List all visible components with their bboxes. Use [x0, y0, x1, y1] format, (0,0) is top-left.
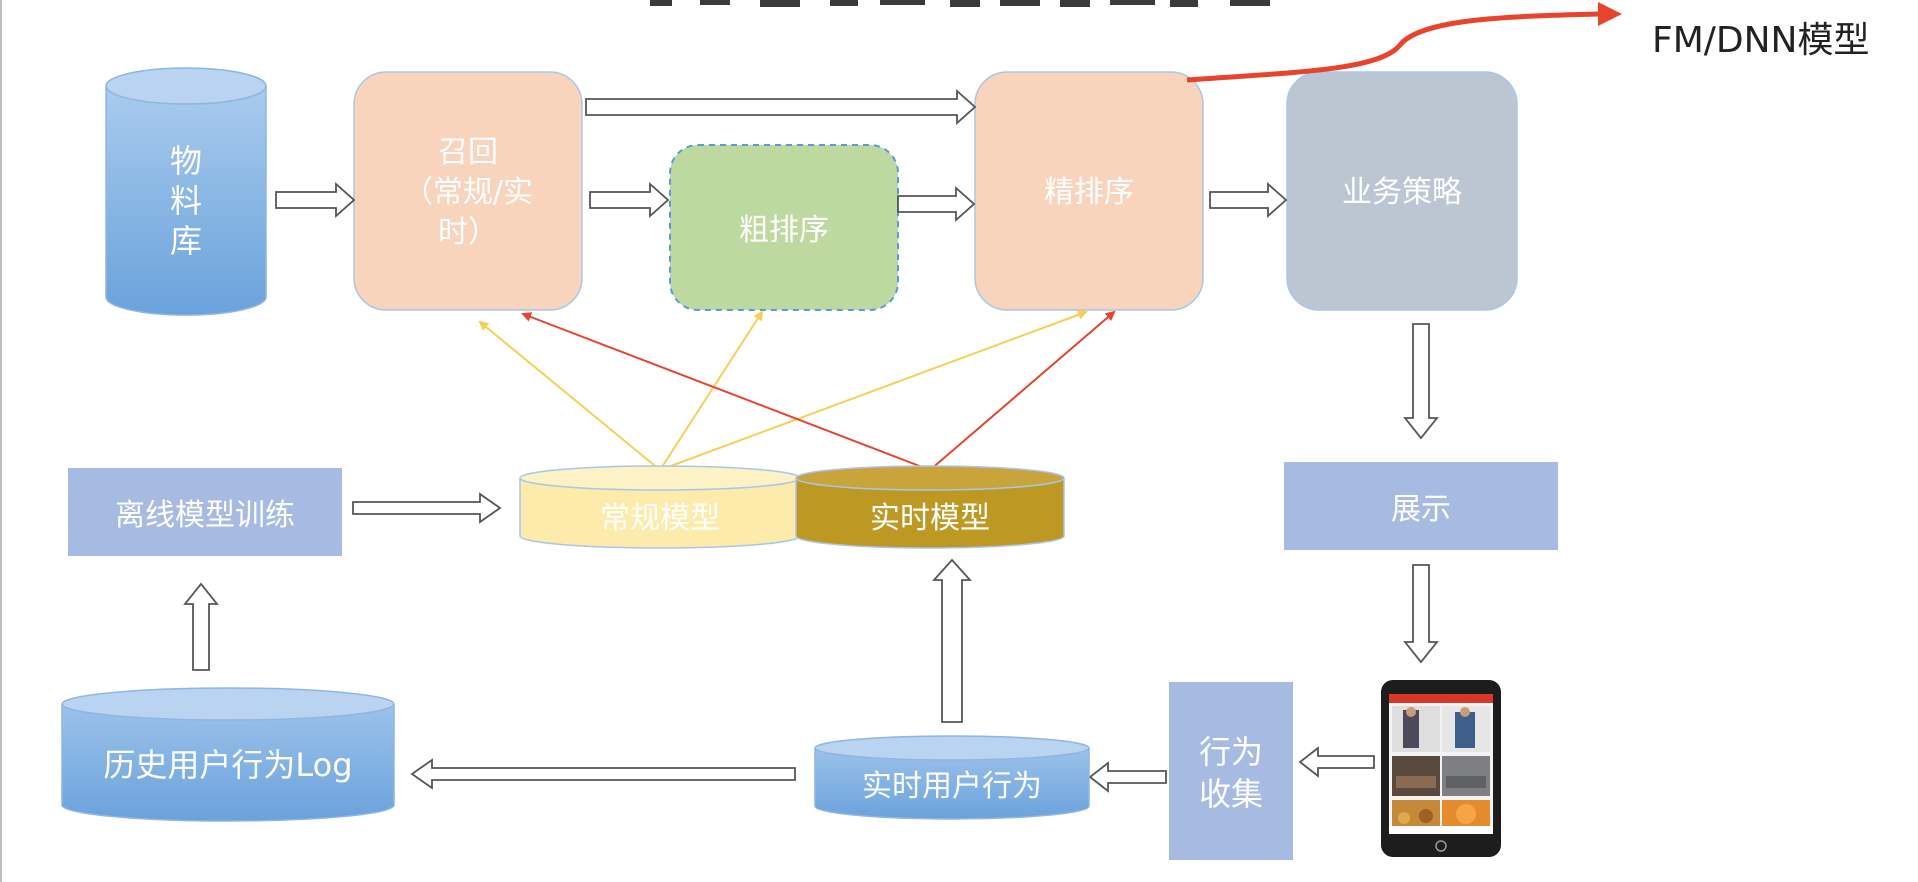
regular-model-cylinder: 常规模型 — [519, 465, 801, 549]
arrow-training-to-model — [352, 492, 502, 524]
product-image-2 — [1455, 712, 1475, 748]
offline-training-box: 离线模型训练 — [68, 468, 342, 556]
display-label: 展示 — [1391, 492, 1451, 527]
phone-home-button — [1435, 840, 1447, 852]
material-db-label-2: 料 — [170, 182, 202, 220]
display-box: 展示 — [1284, 462, 1558, 550]
phone-app-header — [1389, 694, 1493, 703]
realtime-model-label: 实时模型 — [870, 501, 990, 536]
yellow-arrow-to-recall — [478, 320, 661, 471]
arrow-display-to-phone — [1403, 564, 1439, 664]
behavior-collect-box: 行为 收集 — [1169, 682, 1293, 860]
arrow-db-to-recall — [275, 181, 356, 219]
arrow-collect-to-realtime — [1088, 761, 1167, 793]
behavior-collect-label-2: 收集 — [1199, 775, 1263, 813]
smartphone-icon — [1381, 680, 1501, 857]
offline-training-label: 离线模型训练 — [115, 498, 295, 533]
business-strategy-box: 业务策略 — [1286, 71, 1518, 311]
behavior-collect-label-1: 行为 — [1199, 733, 1263, 771]
arrow-phone-to-collect — [1298, 746, 1375, 778]
arrow-recall-to-coarse — [589, 181, 670, 219]
fm-dnn-arrowhead — [1598, 2, 1622, 26]
realtime-behavior-label: 实时用户行为 — [862, 769, 1042, 804]
red-arrow-to-fine — [929, 310, 1116, 471]
material-db-label-3: 库 — [170, 222, 202, 260]
red-arrow-to-recall — [521, 312, 931, 471]
arrow-realtime-to-model — [931, 558, 973, 723]
coarse-rank-label: 粗排序 — [739, 213, 829, 248]
material-db-label-1: 物 — [170, 142, 202, 180]
fm-dnn-label: FM/DNN模型 — [1652, 20, 1869, 61]
recall-label-3: 时） — [438, 215, 498, 250]
yellow-arrow-to-coarse — [659, 310, 764, 471]
history-log-label: 历史用户行为Log — [103, 746, 352, 784]
arrow-recall-to-fine — [585, 88, 977, 126]
arrow-realtime-to-history — [410, 758, 796, 790]
model-feedback-arrows — [478, 310, 1116, 471]
yellow-arrow-to-fine — [659, 310, 1088, 471]
coarse-rank-box: 粗排序 — [669, 144, 899, 311]
arrow-fine-to-strategy — [1209, 181, 1288, 219]
business-strategy-label: 业务策略 — [1342, 175, 1462, 210]
recall-box: 召回 （常规/实 时） — [353, 71, 583, 311]
fine-rank-label: 精排序 — [1044, 175, 1134, 210]
hollow-arrows-top — [183, 88, 1439, 793]
arrow-history-to-training — [183, 582, 219, 671]
product-image-1 — [1403, 710, 1419, 748]
cropped-title-fragment — [650, 0, 1270, 7]
arrow-coarse-to-fine — [897, 185, 976, 223]
recall-label-2: （常规/实 — [403, 175, 533, 210]
arrow-strategy-to-display — [1403, 323, 1439, 440]
material-db-cylinder: 物 料 库 — [105, 67, 267, 316]
history-log-cylinder: 历史用户行为Log — [61, 687, 395, 822]
fine-rank-box: 精排序 — [974, 71, 1204, 311]
realtime-model-cylinder: 实时模型 — [795, 465, 1065, 549]
realtime-behavior-cylinder: 实时用户行为 — [814, 735, 1090, 820]
fm-dnn-annotation: FM/DNN模型 — [1186, 2, 1869, 83]
regular-model-label: 常规模型 — [600, 501, 720, 536]
recall-label-1: 召回 — [438, 135, 498, 170]
